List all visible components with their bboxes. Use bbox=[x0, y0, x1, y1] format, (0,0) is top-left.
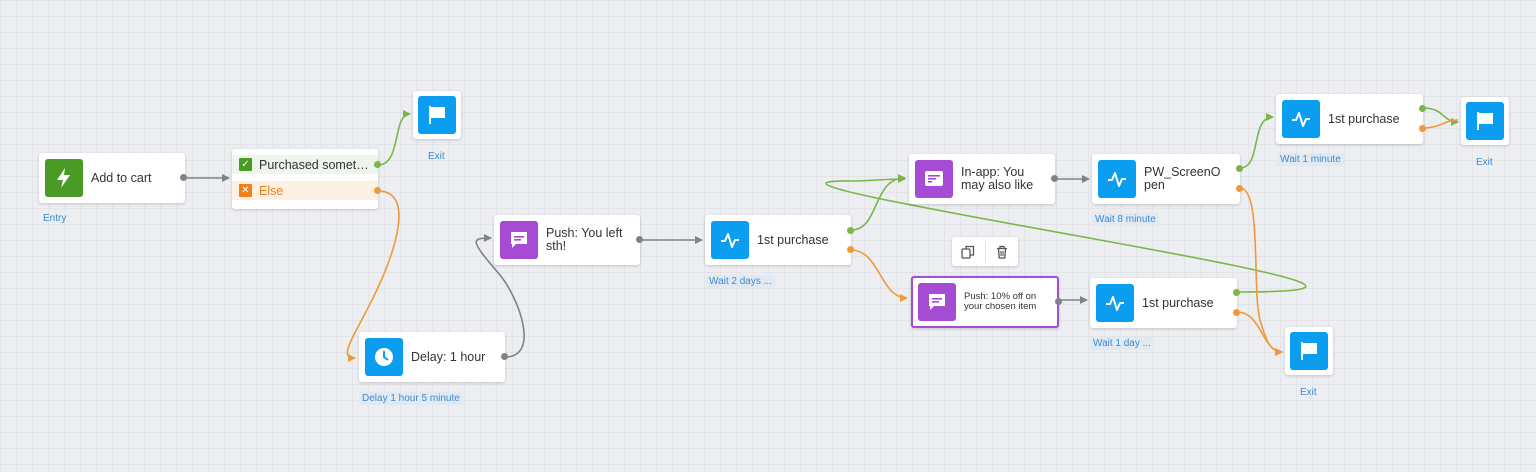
push-node-1[interactable]: Push: You left sth! bbox=[494, 215, 643, 265]
wire-screen-else-to-exit bbox=[1239, 187, 1283, 356]
split-else-port[interactable] bbox=[374, 187, 381, 194]
check-icon: ✓ bbox=[239, 158, 252, 171]
inapp-label: In-app: You may also like bbox=[961, 165, 1034, 192]
wire-wait1-yes-to-inapp bbox=[850, 174, 906, 231]
pulse-icon bbox=[1282, 100, 1320, 138]
wait-1-caption: Wait 2 days ... bbox=[706, 275, 775, 288]
wire-wait3-yes-to-exit bbox=[1422, 107, 1459, 126]
wait-3-label: 1st purchase bbox=[1328, 111, 1400, 126]
wait-2-else-port[interactable] bbox=[1233, 309, 1240, 316]
delay-node[interactable]: Delay: 1 hour bbox=[359, 332, 508, 382]
entry-label: Add to cart bbox=[91, 170, 152, 185]
delay-caption: Delay 1 hour 5 minute bbox=[359, 392, 463, 405]
wait-node-2[interactable]: 1st purchase bbox=[1090, 278, 1240, 328]
clock-icon bbox=[365, 338, 403, 376]
wait-screen-else-port[interactable] bbox=[1236, 185, 1243, 192]
flag-icon bbox=[1466, 102, 1504, 140]
split-yes-port[interactable] bbox=[374, 161, 381, 168]
push-2-output-port[interactable] bbox=[1055, 298, 1062, 305]
wait-screen-caption: Wait 8 minute bbox=[1092, 213, 1159, 226]
exit-node-2[interactable] bbox=[1461, 97, 1509, 145]
wait-3-else-port[interactable] bbox=[1419, 125, 1426, 132]
entry-output-port[interactable] bbox=[180, 174, 187, 181]
wait-node-3[interactable]: 1st purchase bbox=[1276, 94, 1426, 144]
message-icon bbox=[500, 221, 538, 259]
wait-screen-yes-port[interactable] bbox=[1236, 165, 1243, 172]
entry-node[interactable]: Add to cart bbox=[39, 153, 187, 203]
wait-screen-node[interactable]: PW_ScreenOpen bbox=[1092, 154, 1243, 204]
wire-screen-yes-to-wait3 bbox=[1239, 113, 1274, 169]
inapp-output-port[interactable] bbox=[1051, 175, 1058, 182]
exit-1-caption: Exit bbox=[428, 151, 445, 162]
push-node-2[interactable]: Push: 10% off on your chosen item bbox=[911, 276, 1062, 328]
wait-3-caption: Wait 1 minute bbox=[1277, 153, 1344, 166]
push-1-output-port[interactable] bbox=[636, 236, 643, 243]
wait-2-caption: Wait 1 day ... bbox=[1090, 337, 1154, 350]
pulse-icon bbox=[711, 221, 749, 259]
wait-screen-label: PW_ScreenOpen bbox=[1144, 165, 1221, 192]
wire-wait1-else-to-push2 bbox=[850, 249, 908, 302]
copy-icon[interactable] bbox=[952, 237, 985, 266]
exit-2-caption: Exit bbox=[1476, 157, 1493, 168]
wire-wait3-else-to-exit bbox=[1422, 119, 1459, 129]
wait-1-else-port[interactable] bbox=[847, 246, 854, 253]
entry-caption: Entry bbox=[43, 213, 67, 224]
push-2-label: Push: 10% off on your chosen item bbox=[964, 291, 1037, 312]
delay-label: Delay: 1 hour bbox=[411, 349, 486, 364]
trash-icon[interactable] bbox=[985, 237, 1018, 266]
pulse-icon bbox=[1098, 160, 1136, 198]
wait-node-1[interactable]: 1st purchase bbox=[705, 215, 854, 265]
split-else-branch[interactable]: ✕ Else bbox=[232, 181, 378, 200]
lightning-icon bbox=[45, 159, 83, 197]
wire-delay-to-push bbox=[475, 234, 525, 358]
delay-output-port[interactable] bbox=[501, 353, 508, 360]
exit-node-3[interactable] bbox=[1285, 327, 1333, 375]
message-icon bbox=[918, 283, 956, 321]
flag-icon bbox=[1290, 332, 1328, 370]
split-yes-branch[interactable]: ✓ Purchased somet… bbox=[232, 155, 378, 174]
wire-split-else-to-delay bbox=[346, 190, 400, 362]
node-toolbar bbox=[952, 237, 1018, 266]
wire-split-yes-to-exit bbox=[377, 110, 411, 166]
cross-icon: ✕ bbox=[239, 184, 252, 197]
inapp-message-icon bbox=[915, 160, 953, 198]
flag-icon bbox=[418, 96, 456, 134]
pulse-icon bbox=[1096, 284, 1134, 322]
split-else-label: Else bbox=[259, 183, 284, 198]
wait-2-label: 1st purchase bbox=[1142, 295, 1214, 310]
exit-node-1[interactable] bbox=[413, 91, 461, 139]
wait-2-yes-port[interactable] bbox=[1233, 289, 1240, 296]
split-yes-label: Purchased somet… bbox=[259, 157, 369, 172]
wait-3-yes-port[interactable] bbox=[1419, 105, 1426, 112]
split-node[interactable]: ✓ Purchased somet… ✕ Else bbox=[232, 149, 381, 209]
exit-3-caption: Exit bbox=[1300, 387, 1317, 398]
wire-wait2-yes-loop-to-inapp bbox=[825, 175, 1307, 293]
wait-1-yes-port[interactable] bbox=[847, 227, 854, 234]
toolbar-divider bbox=[984, 241, 986, 262]
wait-1-label: 1st purchase bbox=[757, 232, 829, 247]
inapp-node[interactable]: In-app: You may also like bbox=[909, 154, 1058, 204]
push-1-label: Push: You left sth! bbox=[546, 226, 623, 253]
